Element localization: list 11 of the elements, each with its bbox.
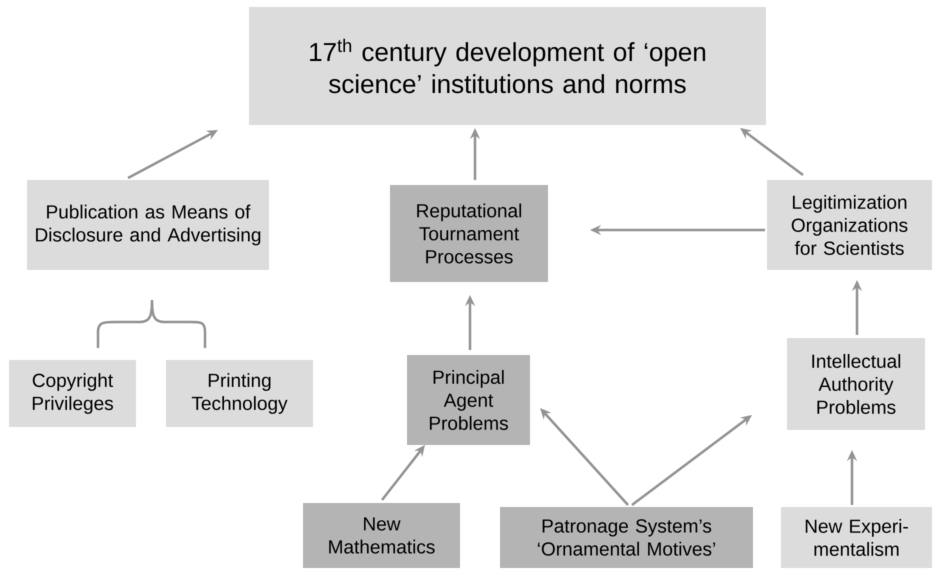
concept-box: New Mathematics [303, 502, 460, 568]
concept-box: Publication as Means of Disclosure and Advertising [27, 180, 269, 270]
concept-box: Copyright Privileges [9, 360, 136, 427]
concept-box: Legitimization Organizations for Scientists [767, 180, 932, 270]
concept-box: Reputational Tournament Processes [390, 184, 548, 282]
title-box: 17$^{th}$ century development of ‘open science’ institutions and norms [249, 7, 766, 125]
concept-box: Patronage System’s ‘Ornamental Motives’ [500, 506, 753, 568]
concept-box: Intellectual Authority Problems [787, 338, 925, 430]
concept-box: Principal Agent Problems [407, 354, 530, 445]
concept-box: New Experi- mentalism [781, 506, 932, 568]
concept-box: Printing Technology [166, 360, 313, 427]
